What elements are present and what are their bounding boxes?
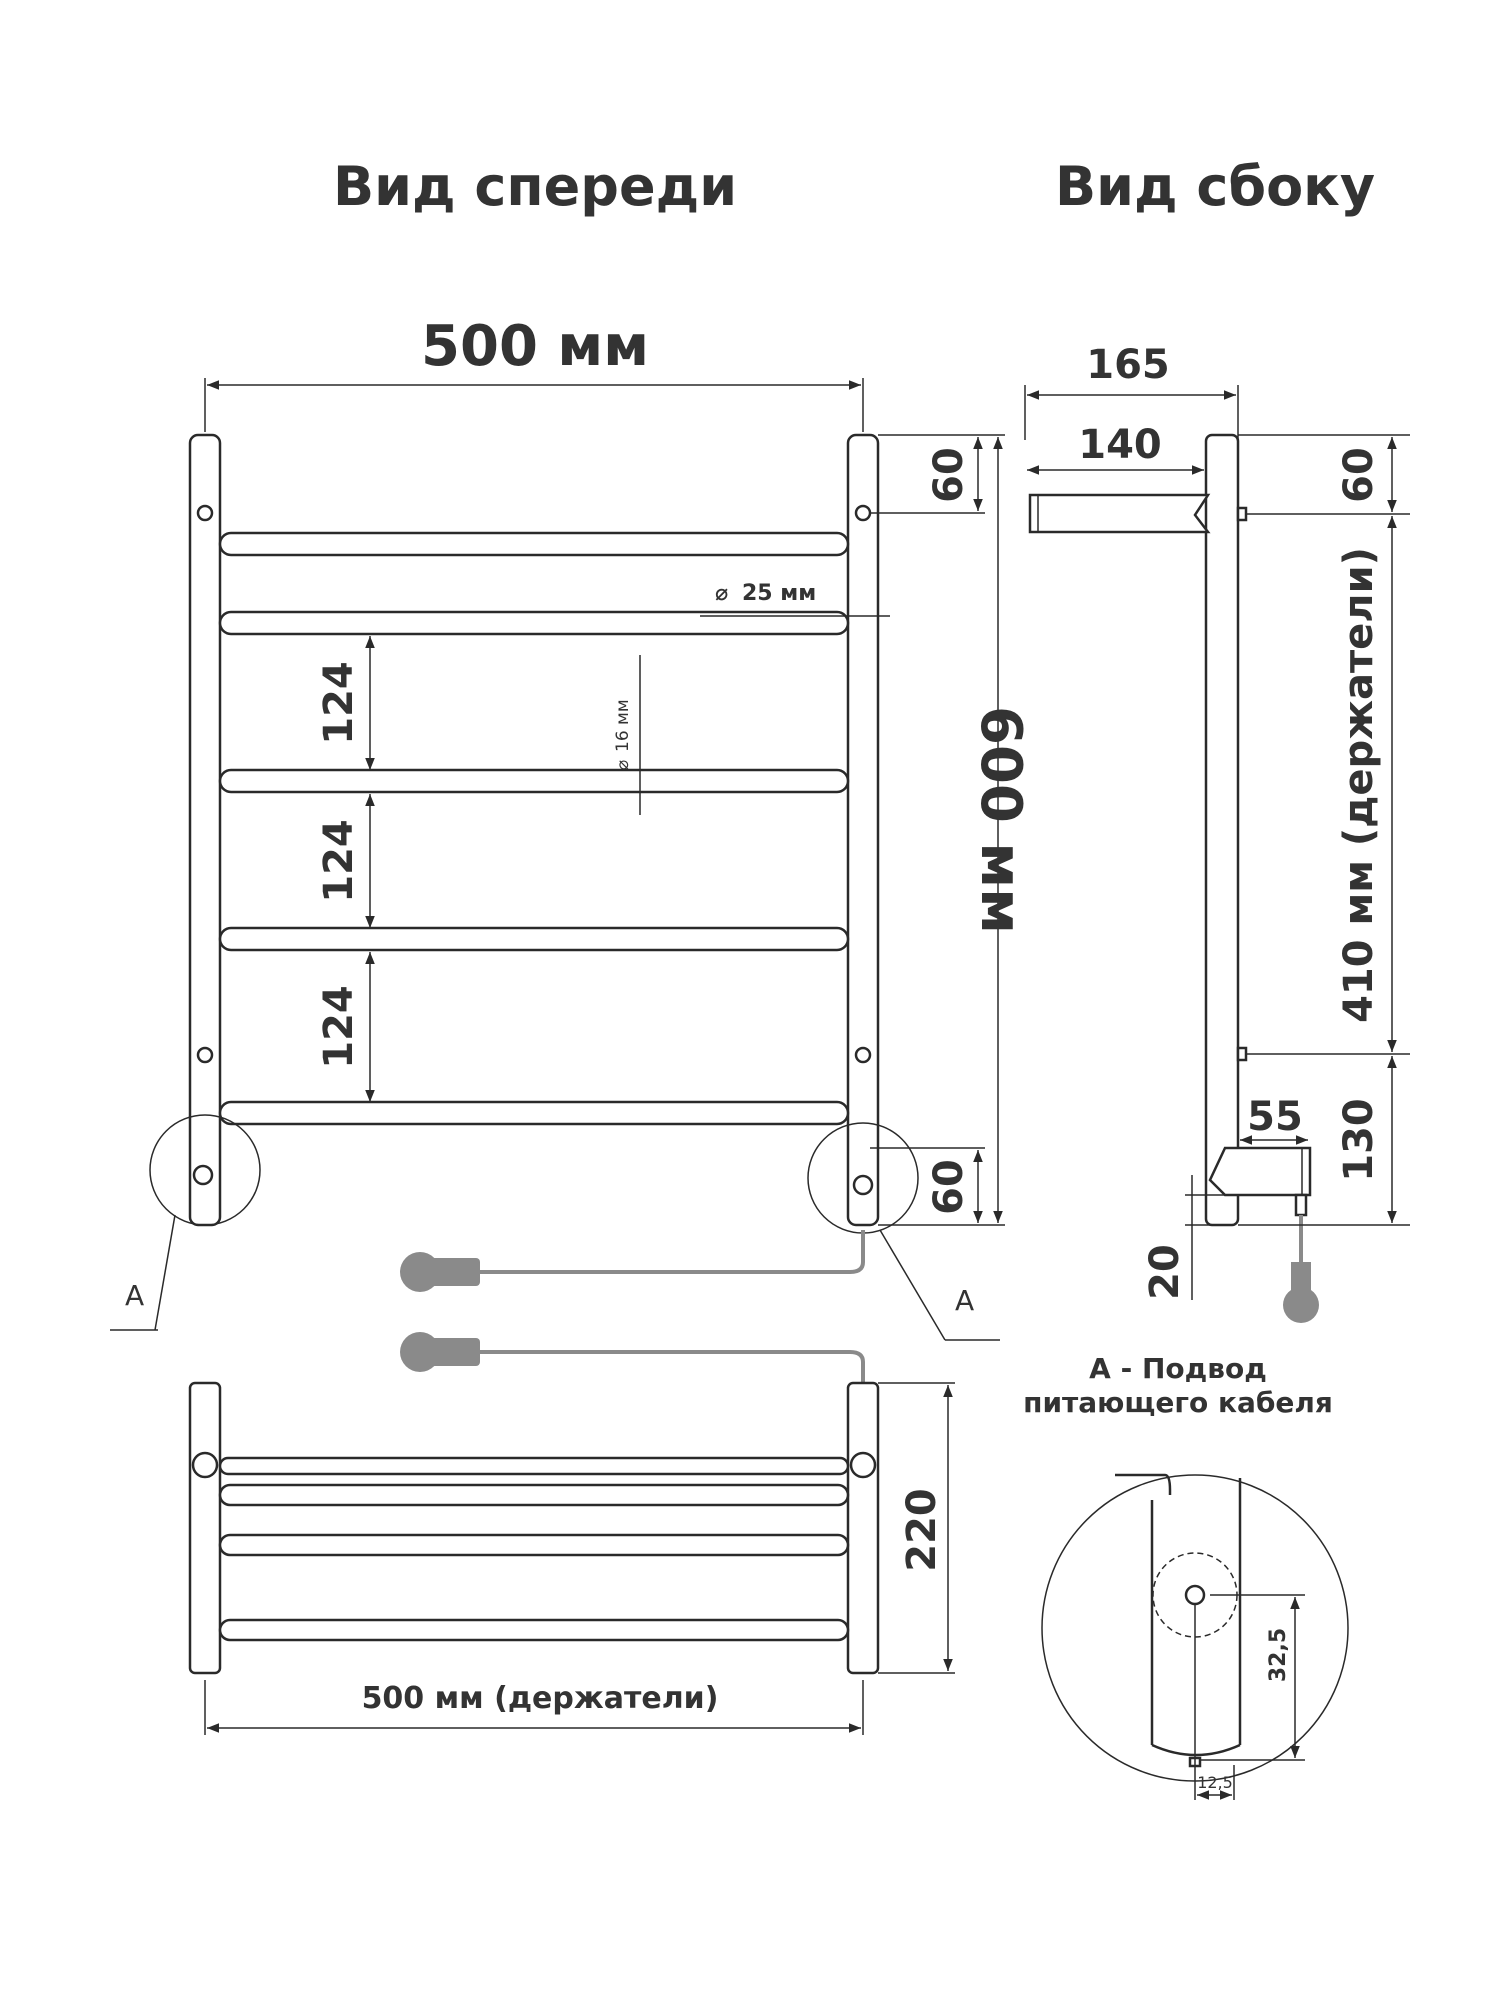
power-cable bbox=[480, 1230, 865, 1274]
left-post-top bbox=[188, 1381, 222, 1675]
detail-title-line2: питающего кабеля bbox=[1023, 1386, 1333, 1419]
spacing-label-3: 124 bbox=[316, 985, 362, 1069]
side-inlet bbox=[1208, 1146, 1312, 1197]
plug-head bbox=[400, 1252, 440, 1292]
detail-circle-left bbox=[149, 1114, 261, 1226]
rung-top bbox=[218, 1456, 850, 1476]
mount-hole bbox=[196, 1046, 214, 1064]
side-top-offset-label: 60 bbox=[1336, 447, 1382, 503]
mount-hole bbox=[196, 504, 214, 522]
rung-top bbox=[218, 1483, 850, 1507]
front-view: 500 мм ⌀ 25 мм ⌀ 16 мм 124 bbox=[110, 314, 1033, 1341]
top-offset-label: 60 bbox=[926, 447, 972, 503]
bottom-offset-label: 60 bbox=[926, 1159, 972, 1215]
plug-head-top bbox=[400, 1332, 440, 1372]
spacing-label-1: 124 bbox=[316, 661, 362, 745]
rung bbox=[218, 531, 850, 557]
rung bbox=[218, 768, 850, 794]
side-plug bbox=[1283, 1287, 1319, 1323]
rung bbox=[218, 926, 850, 952]
total-depth-label: 165 bbox=[1086, 342, 1170, 388]
front-height-label: 600 мм bbox=[968, 706, 1033, 934]
front-view-title: Вид спереди bbox=[333, 155, 737, 218]
holders-label: 410 мм (держатели) bbox=[1336, 547, 1382, 1023]
right-post bbox=[846, 433, 880, 1227]
rung-top bbox=[218, 1618, 850, 1642]
spacing-label-2: 124 bbox=[316, 819, 362, 903]
side-arm bbox=[1028, 493, 1211, 534]
bottom-height-label: 130 bbox=[1336, 1098, 1382, 1182]
rung-top bbox=[218, 1533, 850, 1557]
rung-diameter-label: 16 мм bbox=[613, 699, 633, 752]
depth-label: 220 bbox=[899, 1488, 945, 1572]
side-view-title: Вид сбоку bbox=[1055, 155, 1375, 218]
front-width-label: 500 мм bbox=[421, 314, 649, 379]
detail-title-line1: A - Подвод bbox=[1089, 1352, 1267, 1385]
pipe-diameter-label: 25 мм bbox=[742, 581, 816, 606]
detail-offset-label: 12,5 bbox=[1197, 1773, 1233, 1792]
arm-depth-label: 140 bbox=[1078, 422, 1162, 468]
inlet-height-label: 20 bbox=[1142, 1244, 1188, 1300]
side-post bbox=[1204, 433, 1240, 1227]
power-cable-top bbox=[480, 1350, 865, 1383]
left-post bbox=[188, 433, 222, 1227]
side-view: 165 140 60 410 мм (держатели) bbox=[1024, 342, 1410, 1323]
top-width-label: 500 мм (держатели) bbox=[362, 1681, 719, 1716]
rung-diameter-symbol: ⌀ bbox=[613, 760, 633, 770]
detail-marker-right: A bbox=[955, 1284, 974, 1317]
rung bbox=[218, 610, 850, 636]
pipe-diameter-symbol: ⌀ bbox=[715, 581, 728, 606]
detail-height-label: 32,5 bbox=[1266, 1628, 1291, 1682]
inlet-depth-label: 55 bbox=[1247, 1094, 1303, 1140]
detail-marker-left: A bbox=[125, 1279, 144, 1312]
rung bbox=[218, 1100, 850, 1126]
mount-hole bbox=[854, 1046, 872, 1064]
right-post-top bbox=[846, 1381, 880, 1675]
top-view: 220 500 мм (держатели) bbox=[188, 1332, 955, 1735]
detail-a: A - Подвод питающего кабеля 32,5 12,5 bbox=[1023, 1352, 1349, 1800]
